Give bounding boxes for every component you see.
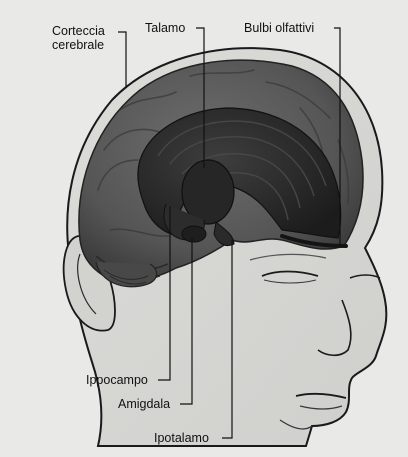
label-hippocampus: Ippocampo: [86, 373, 148, 387]
label-olfactory-bulbs: Bulbi olfattivi: [244, 21, 314, 35]
label-amygdala: Amigdala: [118, 397, 170, 411]
label-hypothalamus: Ipotalamo: [154, 431, 209, 445]
amygdala-shape: [182, 226, 206, 242]
label-cortex-line2: cerebrale: [52, 38, 104, 52]
label-thalamus: Talamo: [145, 21, 185, 35]
leader-line-cortex: [118, 32, 126, 88]
label-cortex-line1: Corteccia: [52, 24, 105, 38]
